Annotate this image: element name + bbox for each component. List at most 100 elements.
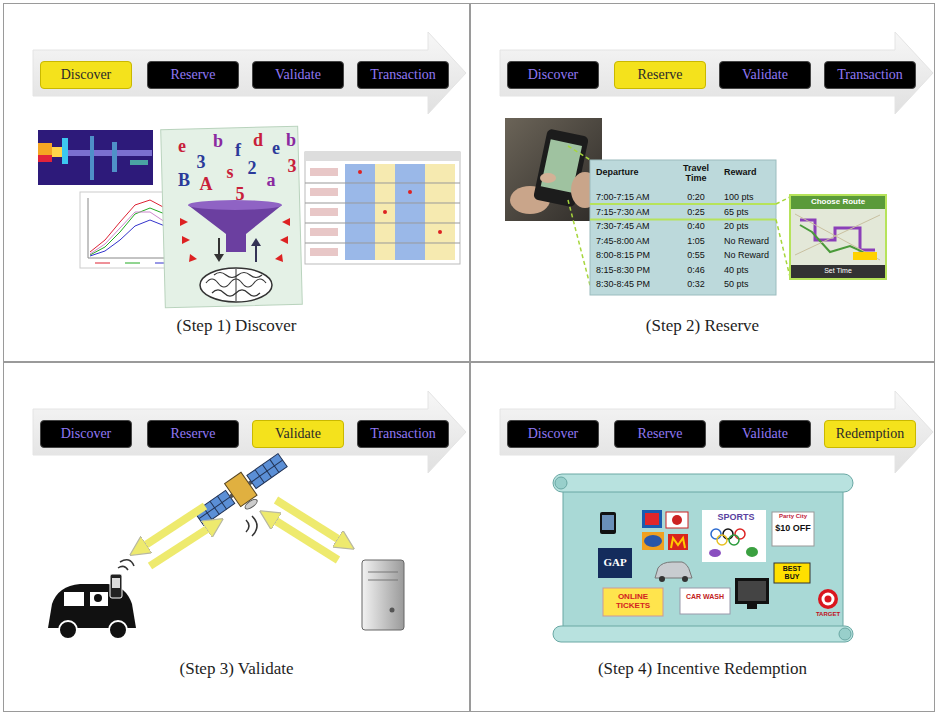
table-cell: 1:05 [674, 236, 718, 246]
table-cell: 0:32 [674, 279, 718, 289]
table-cell: 8:30-8:45 PM [596, 279, 672, 289]
active-stage-pill: Discover [40, 61, 132, 89]
car-icon [48, 560, 136, 639]
step-panel: (Step 4) Incentive Redemption Discover Res… [470, 362, 935, 712]
stage-pill: Discover [40, 420, 132, 448]
stage-label: Reserve [170, 426, 215, 442]
table-cell: 8:00-8:15 PM [596, 250, 672, 260]
funnel-letter: B [176, 170, 192, 191]
table-cell: 0:25 [674, 207, 718, 217]
table-cell: 100 pts [724, 192, 775, 202]
stage-label: Transaction [837, 67, 903, 83]
funnel-letter: d [250, 130, 266, 151]
coupon-logo: Party City [773, 513, 813, 520]
funnel-letter: 3 [284, 156, 300, 177]
table-cell: 7:30-7:45 AM [596, 221, 672, 231]
coupon-logo: TARGET [811, 611, 845, 618]
stage-arrow-band [33, 32, 933, 473]
funnel-letter: 3 [193, 152, 209, 173]
coupon-logo: SPORTS [708, 512, 764, 522]
table-cell: 7:00-7:15 AM [596, 192, 672, 202]
route-map-screen [790, 195, 886, 279]
stage-pill: Discover [507, 61, 599, 89]
coupon-logos [598, 510, 838, 616]
table-header: Travel Time [674, 163, 718, 184]
step-caption: (Step 2) Reserve [475, 316, 930, 336]
funnel-letter: s [222, 162, 238, 183]
server-icon [362, 560, 404, 630]
table-cell: 0:20 [674, 192, 718, 202]
reward-scroll [553, 474, 853, 642]
stage-label: Reserve [637, 67, 682, 83]
stage-label: Redemption [836, 426, 904, 442]
table-cell: 0:46 [674, 265, 718, 275]
phone-photo [505, 118, 602, 221]
funnel-letter: f [230, 140, 246, 161]
stage-pill: Discover [507, 420, 599, 448]
stage-label: Validate [275, 67, 321, 83]
data-table-image [305, 152, 460, 264]
stage-label: Validate [742, 426, 788, 442]
stage-pill: Reserve [614, 420, 706, 448]
stage-label: Reserve [637, 426, 682, 442]
funnel-letter: e [174, 136, 190, 157]
stage-pill: Reserve [147, 61, 239, 89]
stage-label: Validate [275, 426, 321, 442]
stage-label: Transaction [370, 426, 436, 442]
funnel-letter: A [198, 174, 214, 195]
active-stage-pill: Reserve [614, 61, 706, 89]
step-caption: (Step 3) Validate [8, 659, 465, 679]
step-panel: (Step 1) Discover Discover Reserve Validate… [3, 3, 470, 362]
coupon-logo: ONLINE TICKETS [604, 592, 662, 610]
stage-pill: Validate [252, 61, 344, 89]
stage-pill: Transaction [357, 420, 449, 448]
reward-table [568, 146, 790, 295]
funnel-letter: b [210, 131, 226, 152]
coupon-logo: BEST BUY [775, 565, 809, 581]
step-caption: (Step 4) Incentive Redemption [475, 659, 930, 679]
stage-pill: Validate [719, 61, 811, 89]
step-panel: (Step 3) Validate Discover Reserve Validate… [3, 362, 470, 712]
coupon-logo: $10 OFF [773, 523, 813, 533]
stage-pill: Transaction [357, 61, 449, 89]
active-stage-pill: Redemption [824, 420, 916, 448]
screen-title: Choose Route [791, 197, 885, 206]
table-cell: 50 pts [724, 279, 775, 289]
funnel-letter: 5 [232, 184, 248, 205]
table-cell: No Reward [724, 236, 775, 246]
table-cell: 8:15-8:30 PM [596, 265, 672, 275]
funnel-letter: 2 [244, 158, 260, 179]
stage-label: Discover [61, 426, 112, 442]
table-cell: 20 pts [724, 221, 775, 231]
stage-pill: Transaction [824, 61, 916, 89]
table-cell: 7:45-8:00 AM [596, 236, 672, 246]
screen-footer: Set Time [791, 267, 885, 275]
stage-pill: Validate [719, 420, 811, 448]
table-cell: 40 pts [724, 265, 775, 275]
funnel-letter: a [263, 170, 279, 191]
stage-label: Discover [528, 426, 579, 442]
funnel-poster [161, 126, 303, 308]
funnel-letter: e [268, 138, 284, 159]
table-cell: 65 pts [724, 207, 775, 217]
funnel-letter: b [283, 130, 299, 151]
stage-label: Validate [742, 67, 788, 83]
step-caption: (Step 1) Discover [8, 316, 465, 336]
stage-label: Discover [528, 67, 579, 83]
stage-label: Reserve [170, 67, 215, 83]
table-cell: 0:40 [674, 221, 718, 231]
coupon-logo: CAR WASH [681, 593, 729, 601]
stage-label: Discover [61, 67, 112, 83]
table-cell: 7:15-7:30 AM [596, 207, 672, 217]
stage-label: Transaction [370, 67, 436, 83]
active-stage-pill: Validate [252, 420, 344, 448]
table-header: Reward [724, 167, 774, 177]
signal-arrows [138, 500, 346, 566]
coupon-logo: GAP [598, 556, 632, 569]
heatmap-image [38, 130, 153, 185]
table-cell: 0:55 [674, 250, 718, 260]
stage-pill: Reserve [147, 420, 239, 448]
table-header: Departure [596, 167, 672, 177]
